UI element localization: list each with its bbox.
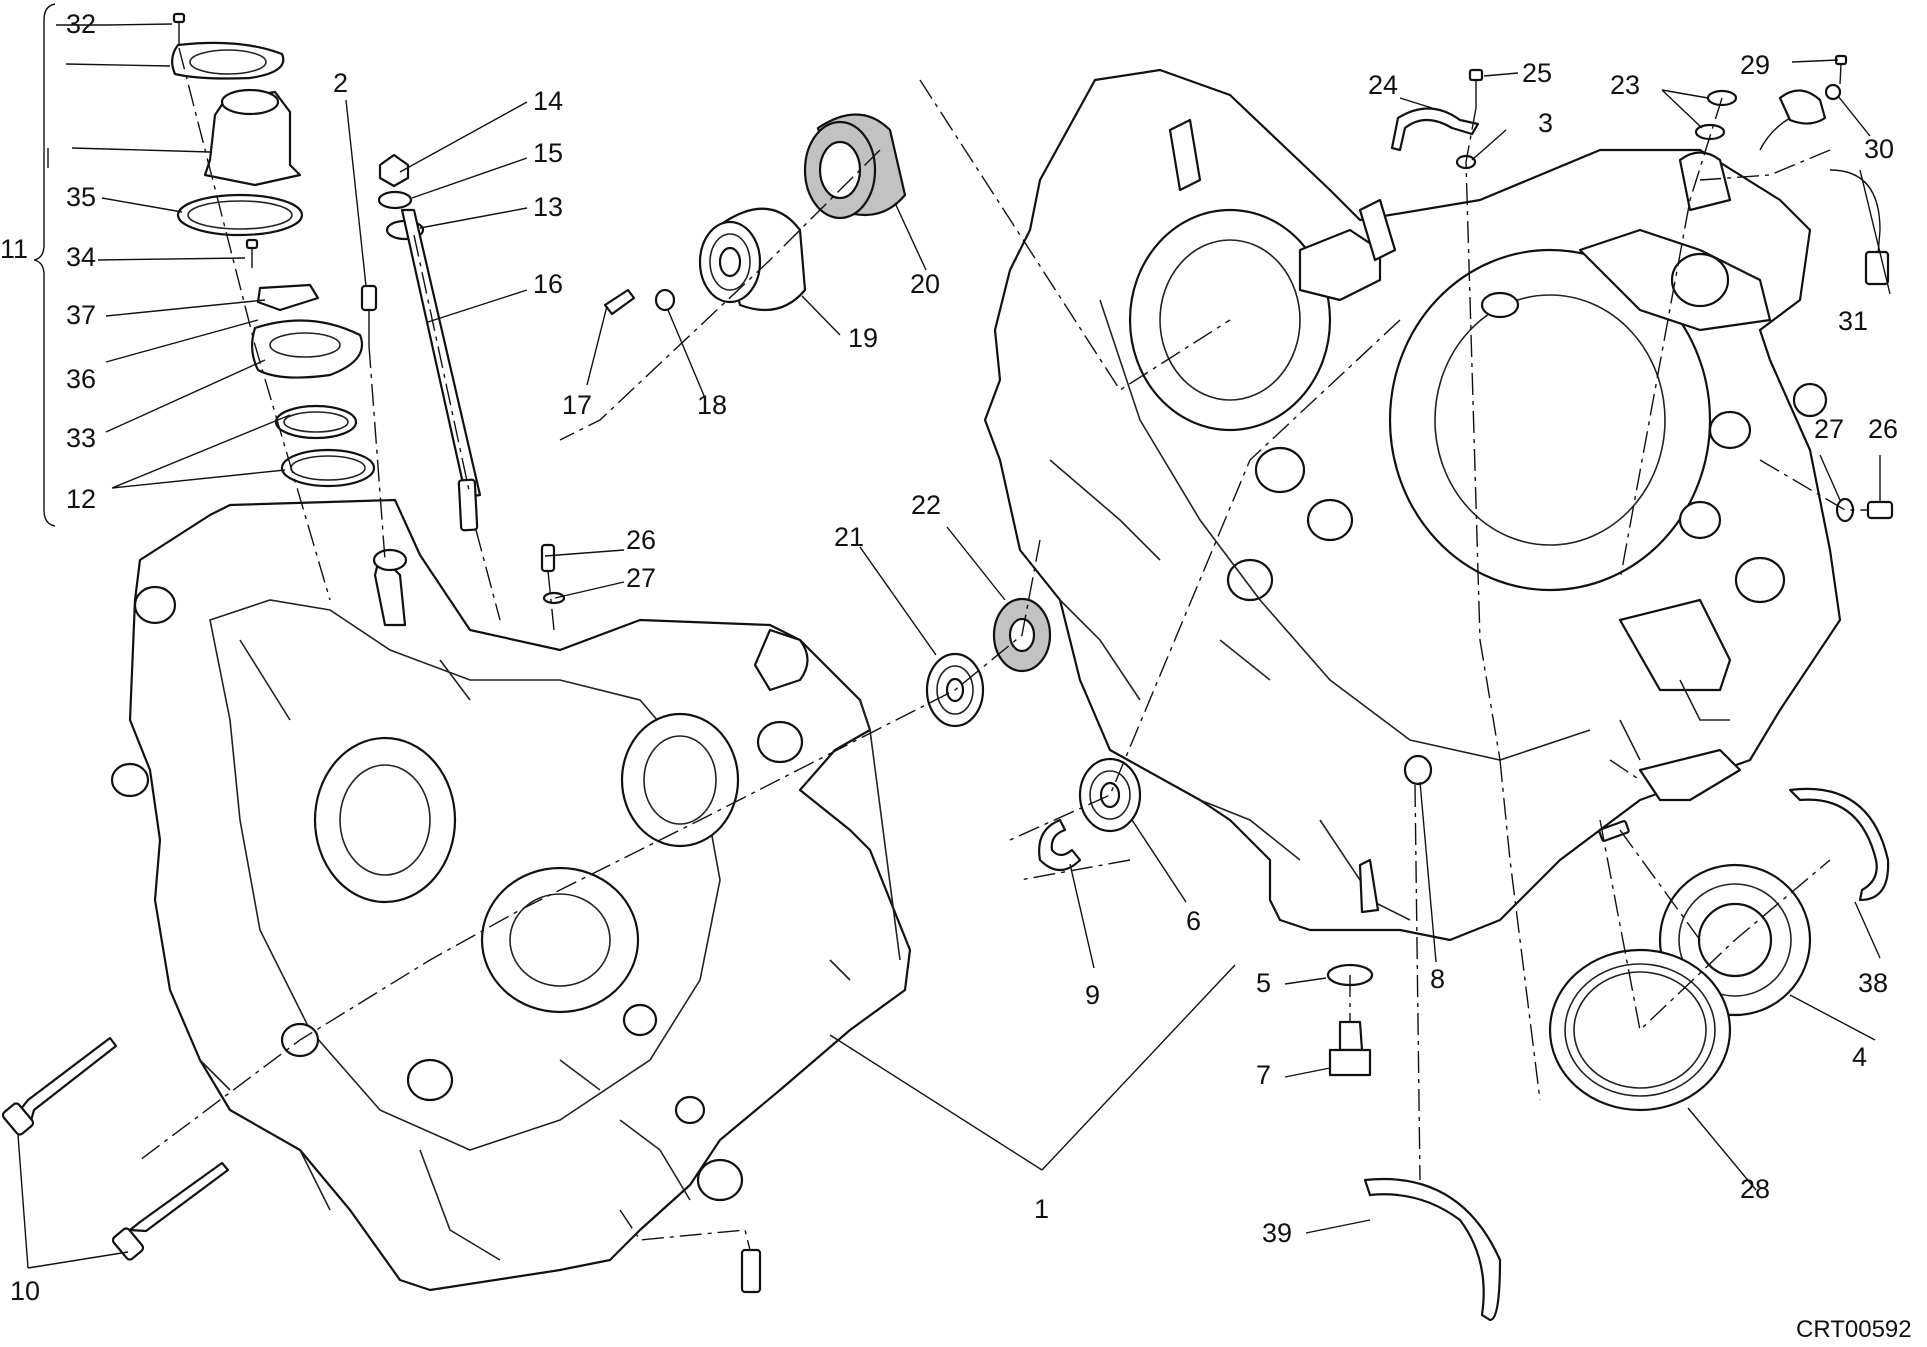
callout-labels: 32 2 14 15 13 16 11 35 34 37 36 33 12 20… [0, 9, 1912, 1343]
label-9: 9 [1085, 980, 1100, 1010]
label-38: 38 [1858, 968, 1888, 998]
label-7: 7 [1256, 1060, 1271, 1090]
label-28: 28 [1740, 1174, 1770, 1204]
label-34: 34 [66, 242, 96, 272]
label-8: 8 [1430, 964, 1445, 994]
drawing-code: CRT00592 [1796, 1316, 1912, 1343]
label-5: 5 [1256, 968, 1271, 998]
leader-lines [17, 23, 1891, 1269]
label-13: 13 [533, 192, 563, 222]
label-35: 35 [66, 182, 96, 212]
label-39: 39 [1262, 1218, 1292, 1248]
long-bolts [1, 1036, 230, 1261]
label-29: 29 [1740, 50, 1770, 80]
label-25: 25 [1522, 58, 1552, 88]
label-27-right: 27 [1814, 414, 1844, 444]
label-6: 6 [1186, 906, 1201, 936]
label-2: 2 [333, 68, 348, 98]
label-37: 37 [66, 300, 96, 330]
label-10: 10 [10, 1276, 40, 1306]
label-26-left: 26 [626, 525, 656, 555]
left-crankcase-half [110, 498, 912, 1292]
label-14: 14 [533, 86, 563, 116]
label-15: 15 [533, 138, 563, 168]
label-12: 12 [66, 484, 96, 514]
label-27-left: 27 [626, 563, 656, 593]
group-11-bracket [33, 3, 56, 527]
assembly-axes [139, 47, 1868, 1251]
label-1: 1 [1034, 1194, 1049, 1224]
bearings-top [603, 113, 907, 316]
label-3: 3 [1538, 108, 1553, 138]
label-23: 23 [1610, 70, 1640, 100]
label-18: 18 [697, 390, 727, 420]
label-19: 19 [848, 323, 878, 353]
label-31: 31 [1838, 306, 1868, 336]
label-21: 21 [834, 522, 864, 552]
label-4: 4 [1852, 1042, 1867, 1072]
pump-cover-assembly [171, 12, 376, 488]
label-16: 16 [533, 269, 563, 299]
label-36: 36 [66, 364, 96, 394]
label-17: 17 [562, 390, 592, 420]
label-20: 20 [910, 269, 940, 299]
label-32: 32 [66, 9, 96, 39]
right-crankcase-half [983, 68, 1842, 942]
dowel-and-studs-top [360, 153, 566, 605]
label-24: 24 [1368, 70, 1398, 100]
label-22: 22 [911, 490, 941, 520]
label-26-right: 26 [1868, 414, 1898, 444]
label-30: 30 [1864, 134, 1894, 164]
label-33: 33 [66, 423, 96, 453]
label-11: 11 [0, 234, 28, 264]
parts-top-right [1390, 54, 1894, 842]
